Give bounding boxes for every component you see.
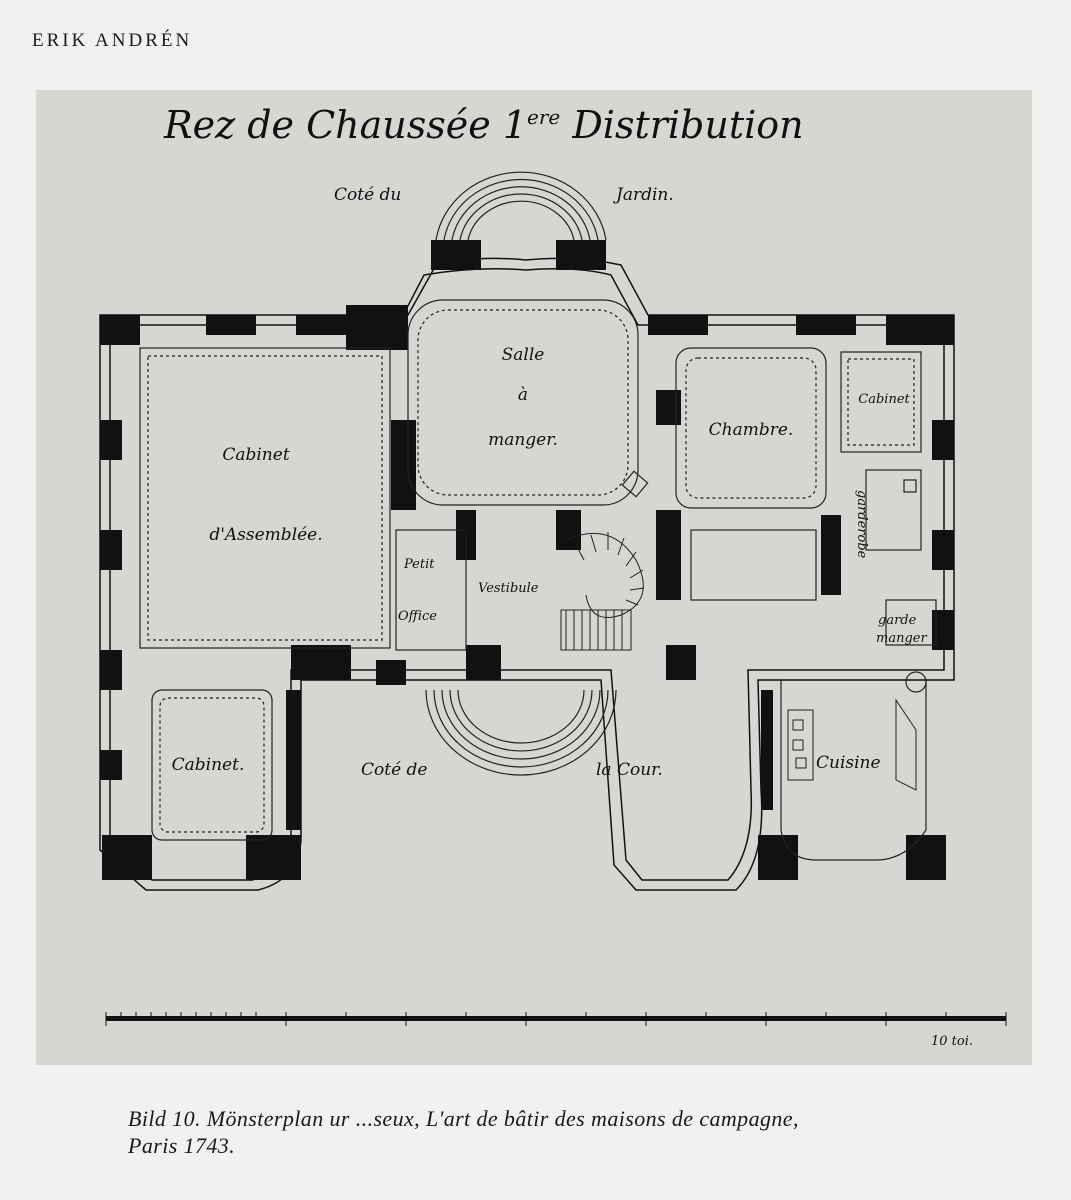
label-cote-du: Coté du bbox=[334, 185, 401, 205]
label-chambre: Chambre. bbox=[709, 420, 794, 440]
kitchen-fittings bbox=[787, 698, 917, 791]
plate-title-sup: ere bbox=[527, 105, 560, 129]
caption-line-2: Paris 1743. bbox=[128, 1133, 236, 1158]
label-cabinet-bottom-left: Cabinet. bbox=[172, 755, 245, 775]
scale-label: 10 toi. bbox=[931, 1034, 973, 1049]
label-petit: Petit bbox=[403, 557, 435, 572]
label-garde-manger-2: manger bbox=[876, 631, 927, 646]
label-vestibule: Vestibule bbox=[478, 581, 539, 596]
label-garderobe: garderobe bbox=[854, 490, 869, 559]
label-office: Office bbox=[398, 609, 437, 624]
court-steps bbox=[425, 689, 617, 776]
label-jardin: Jardin. bbox=[613, 185, 674, 205]
label-cote-de: Coté de bbox=[361, 760, 427, 780]
caption-line-1: Bild 10. Mönsterplan ur ...seux, L'art d… bbox=[128, 1106, 799, 1131]
plate-title-main: Rez de Chaussée 1 bbox=[163, 103, 527, 147]
plate-title-end: Distribution bbox=[560, 103, 803, 147]
figure-caption: Bild 10. Mönsterplan ur ...seux, L'art d… bbox=[128, 1105, 1048, 1159]
room-outlines bbox=[139, 299, 937, 861]
running-head: ERIK ANDRÉN bbox=[32, 30, 193, 51]
staircase bbox=[560, 532, 645, 651]
label-cabinet-assemblee-1: Cabinet bbox=[222, 445, 289, 465]
plate-title: Rez de Chaussée 1ere Distribution bbox=[163, 103, 804, 147]
floor-plan-drawing: Rez de Chaussée 1ere Distribution bbox=[99, 103, 1007, 1049]
label-salle-3: manger. bbox=[488, 430, 558, 450]
wall-piers bbox=[100, 240, 954, 880]
label-garde-manger-1: garde bbox=[878, 613, 917, 628]
garden-steps bbox=[435, 171, 607, 241]
room-labels: Coté du Jardin. Salle à manger. Chambre.… bbox=[172, 185, 928, 780]
label-salle-2: à bbox=[518, 385, 528, 405]
scale-bar: 10 toi. bbox=[105, 1012, 1007, 1049]
label-cuisine: Cuisine bbox=[816, 753, 881, 773]
label-la-cour: la Cour. bbox=[596, 760, 663, 780]
label-cabinet-assemblee-2: d'Assemblée. bbox=[209, 525, 322, 545]
label-cabinet-top-right: Cabinet bbox=[858, 392, 910, 407]
label-salle-1: Salle bbox=[502, 345, 545, 365]
floor-plan-plate: Rez de Chaussée 1ere Distribution bbox=[36, 90, 1032, 1065]
